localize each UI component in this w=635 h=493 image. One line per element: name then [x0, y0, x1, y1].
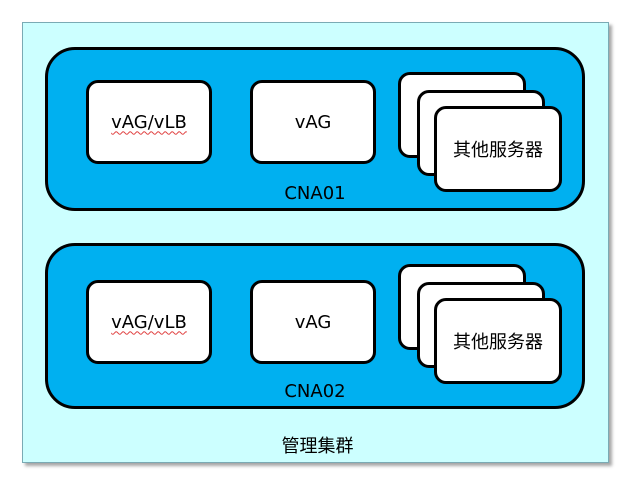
vm-vag: vAG: [250, 80, 376, 164]
host-cna01: vAG/vLB vAG 其他服务器 CNA01: [45, 47, 585, 211]
vm-vag-vlb: vAG/vLB: [86, 80, 212, 164]
vm-vag-vlb: vAG/vLB: [86, 280, 212, 364]
host-label: CNA02: [284, 381, 346, 402]
vm-label: vAG/vLB: [111, 111, 187, 133]
server-stack-front: 其他服务器: [434, 298, 562, 384]
vm-vag: vAG: [250, 280, 376, 364]
host-cna02: vAG/vLB vAG 其他服务器 CNA02: [45, 243, 585, 409]
vm-label: vAG/vLB: [111, 311, 187, 333]
cluster-label: 管理集群: [281, 436, 354, 457]
server-stack-front: 其他服务器: [434, 106, 562, 192]
other-servers-label: 其他服务器: [453, 332, 543, 353]
vm-label: vAG: [294, 311, 332, 333]
other-servers-label: 其他服务器: [453, 140, 543, 161]
vm-label: vAG: [294, 111, 332, 133]
host-label: CNA01: [284, 183, 346, 204]
